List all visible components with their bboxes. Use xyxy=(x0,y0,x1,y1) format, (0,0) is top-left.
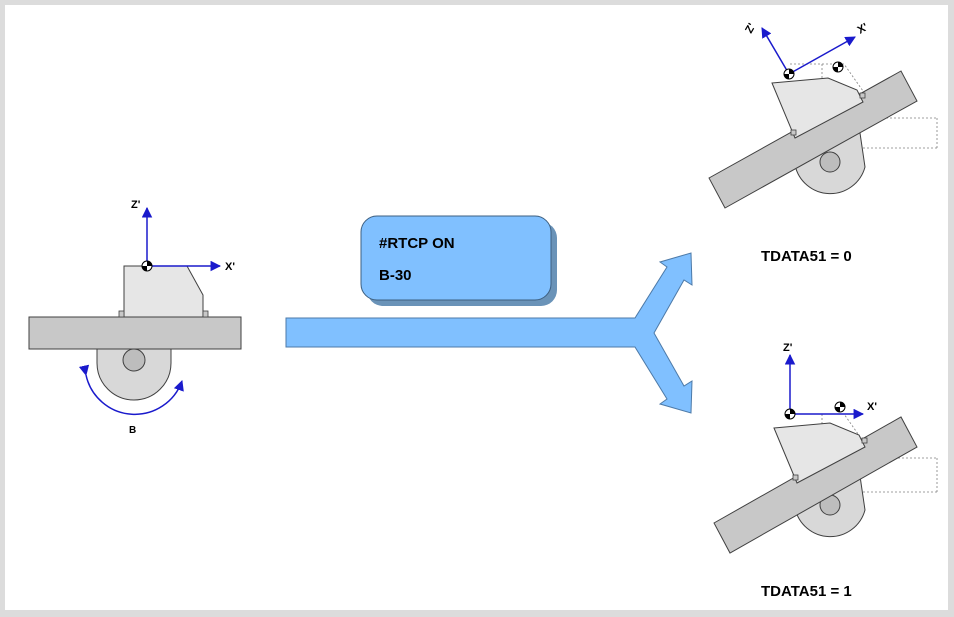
origin-marker-icon xyxy=(784,408,796,420)
reference-marker-icon xyxy=(832,61,844,73)
left-machine: Z' X' B xyxy=(28,199,242,436)
z-axis-label: Z' xyxy=(783,342,793,354)
rotary-unit xyxy=(96,344,172,401)
workpiece xyxy=(123,265,204,318)
command-line-2: B-30 xyxy=(379,267,412,284)
z-axis-label: Z' xyxy=(743,21,758,35)
rotation-arrow-icon xyxy=(78,364,184,416)
top-result: Z' X' TDATA51 = 0 xyxy=(708,21,938,265)
bottom-result: Z' X' TDATA51 = 1 xyxy=(713,342,938,600)
x-axis-label: X' xyxy=(225,261,235,273)
command-line-1: #RTCP ON xyxy=(379,235,455,252)
diagram-frame: Z' X' B #RTCP ON B-30 xyxy=(5,5,948,610)
rotation-label: B xyxy=(129,425,136,436)
x-axis-label: X' xyxy=(856,21,871,37)
top-caption: TDATA51 = 0 xyxy=(761,248,852,265)
process-arrow xyxy=(285,252,693,414)
origin-marker-icon xyxy=(783,68,795,80)
table xyxy=(28,316,242,350)
reference-marker-icon xyxy=(834,401,846,413)
bottom-caption: TDATA51 = 1 xyxy=(761,583,852,600)
z-axis-label: Z' xyxy=(131,199,141,211)
command-box: #RTCP ON B-30 xyxy=(360,215,557,306)
x-axis-label: X' xyxy=(867,401,877,413)
origin-marker-icon xyxy=(141,260,153,272)
rtcp-diagram: Z' X' B #RTCP ON B-30 xyxy=(28,21,938,600)
